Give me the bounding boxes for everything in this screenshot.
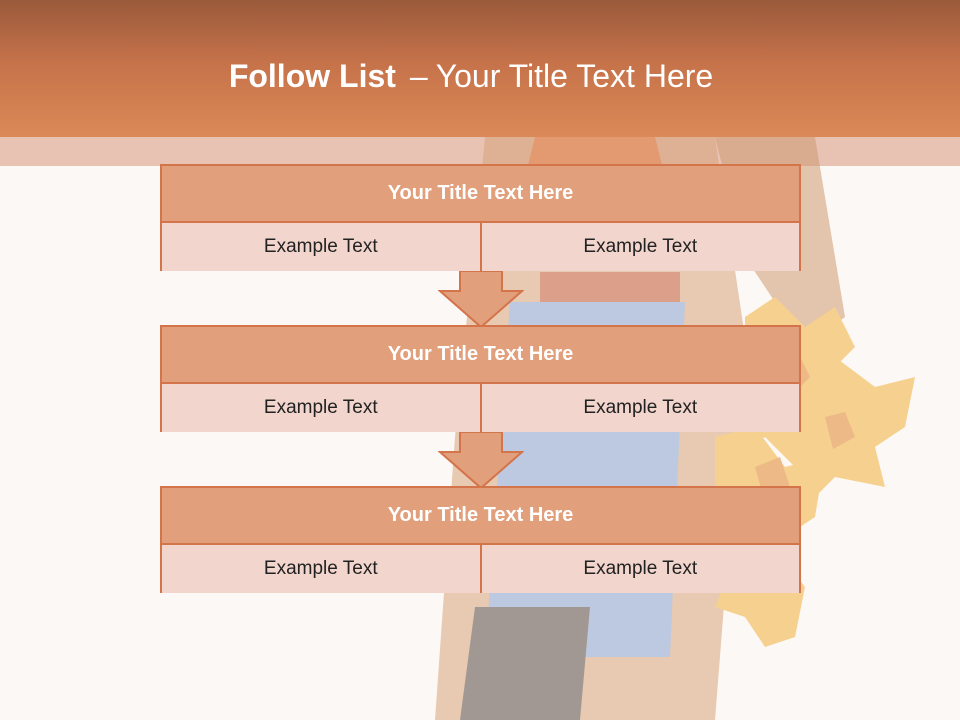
down-arrow-icon xyxy=(438,271,524,329)
slide-title: Follow List–Your Title Text Here xyxy=(0,52,942,100)
list-box-2: Your Title Text Here Example Text Exampl… xyxy=(160,325,801,432)
list-box-title: Your Title Text Here xyxy=(162,166,799,223)
list-box-cell-left: Example Text xyxy=(162,545,480,593)
list-box-row: Example Text Example Text xyxy=(162,384,799,432)
list-box-cell-left: Example Text xyxy=(162,223,480,271)
list-box-cell-right: Example Text xyxy=(479,223,799,271)
list-box-title: Your Title Text Here xyxy=(162,488,799,545)
slide-title-bold: Follow List xyxy=(228,58,396,94)
header-banner xyxy=(0,0,960,137)
list-box-3: Your Title Text Here Example Text Exampl… xyxy=(160,486,801,593)
slide-title-rest: Your Title Text Here xyxy=(435,58,714,94)
list-box-cell-right: Example Text xyxy=(479,545,799,593)
down-arrow-icon xyxy=(438,432,524,490)
list-box-row: Example Text Example Text xyxy=(162,545,799,593)
list-box-1: Your Title Text Here Example Text Exampl… xyxy=(160,164,801,271)
list-box-cell-right: Example Text xyxy=(479,384,799,432)
list-box-row: Example Text Example Text xyxy=(162,223,799,271)
list-box-title: Your Title Text Here xyxy=(162,327,799,384)
list-box-cell-left: Example Text xyxy=(162,384,480,432)
slide-title-separator: – xyxy=(409,58,428,94)
